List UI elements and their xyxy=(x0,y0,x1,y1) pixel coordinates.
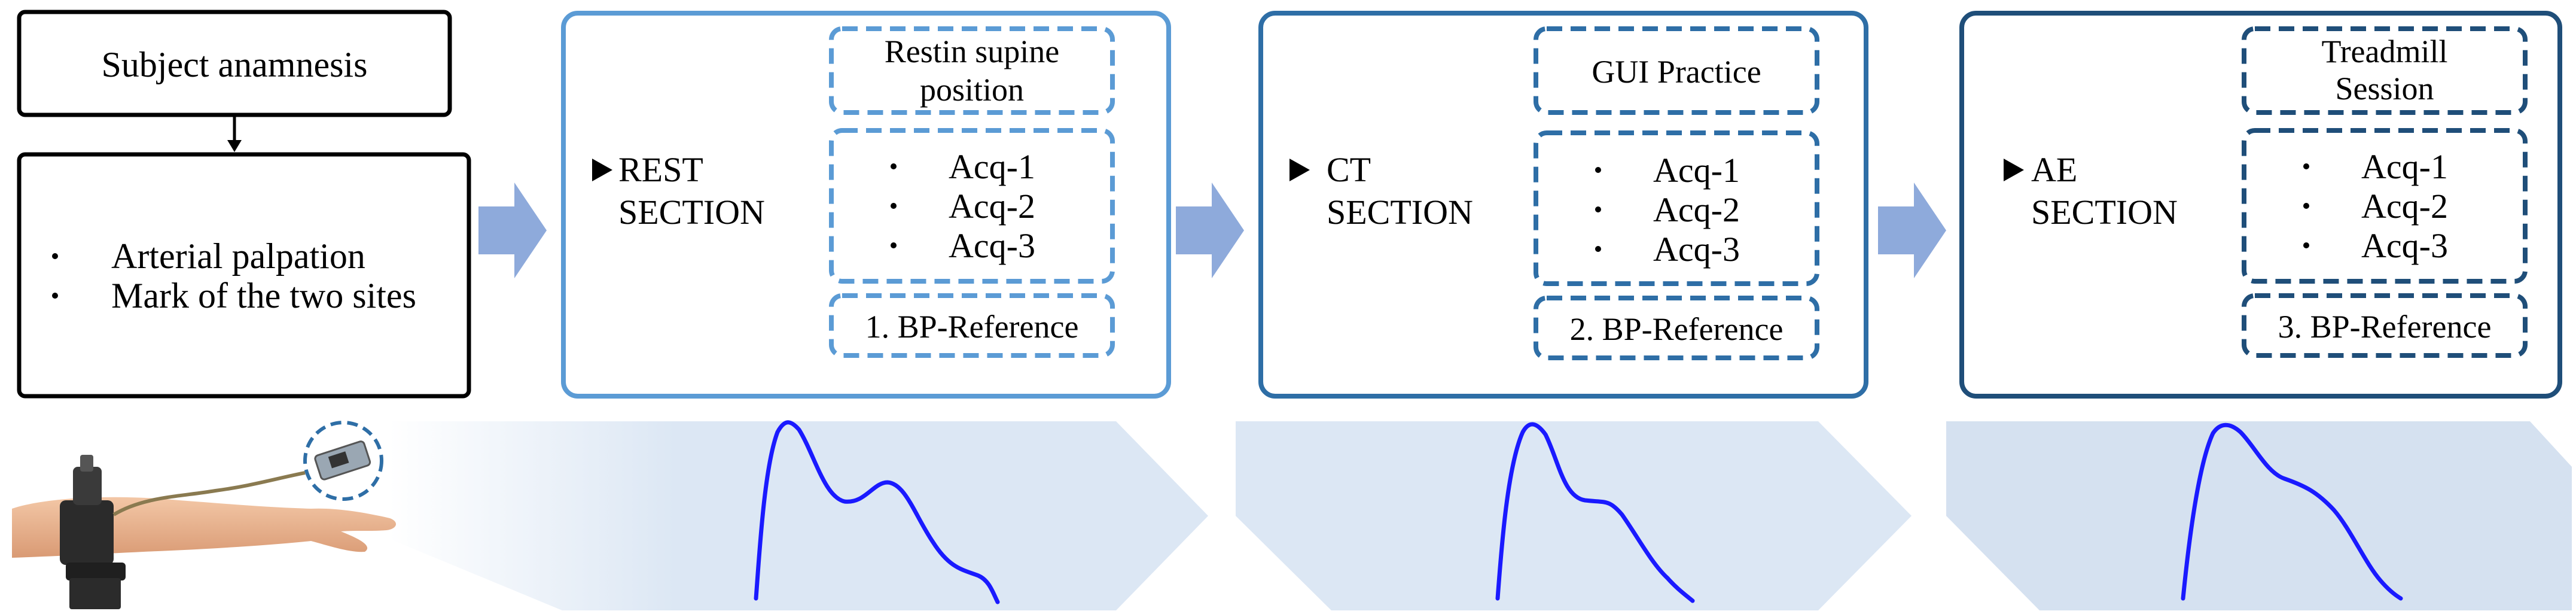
rest-bp-reference: 1. BP-Reference xyxy=(865,309,1079,345)
ct-bp-reference: 2. BP-Reference xyxy=(1570,311,1784,347)
rest-activity-line2: position xyxy=(920,72,1024,108)
rest-activity-line1: Restin supine xyxy=(885,34,1060,69)
anamnesis-steps-box: Arterial palpation Mark of the two sites xyxy=(17,152,471,399)
rest-section-label-1: REST xyxy=(618,150,703,189)
bullet-dot-icon xyxy=(1595,206,1601,212)
bullet-dot-icon xyxy=(52,293,58,299)
ae-section-panel: AE SECTION Treadmill Session Acq-1 Acq-2… xyxy=(1959,11,2562,399)
rest-pulse-waveform xyxy=(754,420,1000,604)
rest-acq-2: Acq-2 xyxy=(949,187,1035,226)
bullet-dot-icon xyxy=(2303,203,2309,209)
ct-pulse-waveform xyxy=(1495,422,1695,603)
anamnesis-title: Subject anamnesis xyxy=(102,45,368,84)
ae-acq-1: Acq-1 xyxy=(2361,147,2448,186)
right-arrow-icon xyxy=(1878,183,1946,278)
bullet-dot-icon xyxy=(52,253,58,259)
ct-timeline-band xyxy=(1236,421,1912,610)
bullet-dot-icon xyxy=(1595,246,1601,252)
rest-acq-1: Acq-1 xyxy=(949,147,1035,186)
bullet-dot-icon xyxy=(891,242,897,248)
bullet-dot-icon xyxy=(2303,242,2309,248)
rest-acq-3: Acq-3 xyxy=(949,226,1035,265)
anamnesis-bullet-1: Arterial palpation xyxy=(111,236,365,276)
bullet-dot-icon xyxy=(891,163,897,169)
ct-section-panel: CT SECTION GUI Practice Acq-1 Acq-2 Acq-… xyxy=(1258,11,1868,399)
ct-section-label-2: SECTION xyxy=(1327,193,1473,232)
ct-acq-1: Acq-1 xyxy=(1653,151,1740,190)
right-arrow-icon xyxy=(478,183,547,278)
bullet-dot-icon xyxy=(2303,163,2309,169)
ae-activity-line1: Treadmill xyxy=(2321,34,2447,69)
wearable-sensor-arm-illustration xyxy=(12,421,397,609)
ae-acq-2: Acq-2 xyxy=(2361,187,2448,226)
ae-acq-3: Acq-3 xyxy=(2361,226,2448,265)
anamnesis-connector-arrow xyxy=(227,115,242,152)
ae-bp-reference: 3. BP-Reference xyxy=(2278,309,2492,345)
play-triangle-icon xyxy=(2004,159,2024,181)
ae-section-label-1: AE xyxy=(2031,150,2077,189)
ae-pulse-waveform xyxy=(2181,422,2403,601)
ae-section-label-2: SECTION xyxy=(2031,193,2178,232)
anamnesis-title-box: Subject anamnesis xyxy=(17,10,452,117)
ct-acq-3: Acq-3 xyxy=(1653,230,1740,269)
ct-activity-line1: GUI Practice xyxy=(1592,54,1761,90)
bullet-dot-icon xyxy=(891,203,897,209)
play-triangle-icon xyxy=(592,159,612,181)
anamnesis-bullet-2: Mark of the two sites xyxy=(111,276,416,315)
ae-timeline-band xyxy=(1946,421,2572,610)
play-triangle-icon xyxy=(1289,159,1310,181)
rest-section-panel: REST SECTION Restin supine position Acq-… xyxy=(561,11,1171,399)
right-arrow-icon xyxy=(1176,183,1244,278)
ct-acq-2: Acq-2 xyxy=(1653,190,1740,229)
bullet-dot-icon xyxy=(1595,167,1601,173)
ae-activity-line2: Session xyxy=(2335,71,2434,107)
rest-section-label-2: SECTION xyxy=(618,193,765,232)
ct-section-label-1: CT xyxy=(1327,150,1371,189)
rest-timeline-band xyxy=(389,421,1208,610)
